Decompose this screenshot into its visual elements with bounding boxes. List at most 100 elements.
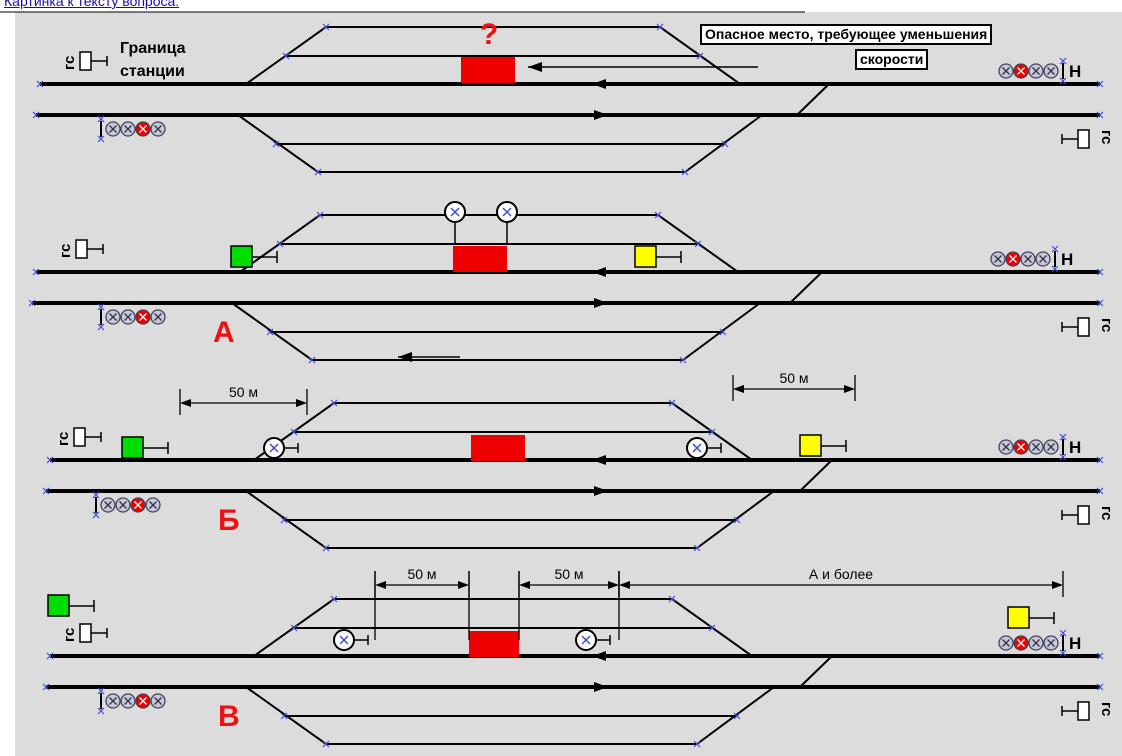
dimension-2-label: 50 м (554, 566, 583, 582)
danger-callout-line2: скорости (855, 49, 929, 70)
entry-signal-lens (1013, 63, 1029, 79)
insulating-joint-marker (316, 211, 324, 219)
insulating-joint-marker (1096, 456, 1104, 464)
insulating-joint-marker (314, 168, 322, 176)
entry-signal-lens (105, 121, 121, 137)
insulating-joint-marker (330, 399, 338, 407)
dimension-right-arrowhead (733, 385, 744, 393)
hazard-block-unknown (461, 57, 515, 83)
insulating-joint-marker (42, 683, 50, 691)
boundary-sign-rect (75, 239, 88, 259)
entry-signal-lens (135, 693, 151, 709)
hazard-block (469, 631, 519, 657)
insulating-joint-marker (733, 516, 741, 524)
dimension-3-arrowhead (619, 581, 630, 589)
insulating-joint-marker (308, 356, 316, 364)
dimension-2-arrowhead (608, 581, 619, 589)
entry-signal-label: Н (1061, 250, 1073, 269)
insulating-joint-marker (719, 328, 727, 336)
direction-arrow-left (592, 455, 606, 465)
green-signal (230, 245, 253, 268)
insulating-joint-marker (668, 399, 676, 407)
boundary-sign-rect (1077, 317, 1090, 337)
entry-signal-lens (1013, 439, 1029, 455)
insulating-joint-marker (1051, 265, 1059, 273)
panel-letter: В (218, 700, 240, 733)
insulating-joint-marker (46, 652, 54, 660)
insulating-joint-marker (1051, 245, 1059, 253)
entry-signal-lens (1035, 251, 1051, 267)
entry-signal-lens (998, 63, 1014, 79)
insulating-joint-marker (654, 211, 662, 219)
green-signal (47, 594, 70, 617)
entry-signal-lens (990, 251, 1006, 267)
insulating-joint-marker (733, 712, 741, 720)
boundary-sign-label: гс (1098, 318, 1115, 332)
insulating-joint-marker (97, 115, 105, 123)
crossover-track (796, 83, 830, 116)
insulating-joint-marker (1059, 57, 1067, 65)
shunting-signal-cross (581, 635, 591, 645)
dimension-1-label: 50 м (407, 566, 436, 582)
signal-objects (28, 23, 1104, 748)
boundary-sign-label: гс (1098, 130, 1115, 144)
insulating-joint-marker (97, 707, 105, 715)
insulating-joint-marker (42, 487, 50, 495)
boundary-sign-label: гс (61, 628, 78, 642)
entry-signal-lens (105, 693, 121, 709)
boundary-label-line2: станции (120, 63, 185, 80)
entry-signal-lens (1028, 635, 1044, 651)
boundary-sign-label: гс (55, 432, 72, 446)
entry-signal-lens (145, 497, 161, 513)
boundary-sign-label: гс (1098, 506, 1115, 520)
entry-signal-lens (135, 121, 151, 137)
insulating-joint-marker (679, 356, 687, 364)
entry-signal-lens (1028, 439, 1044, 455)
insulating-joint-marker (36, 80, 44, 88)
dimension-3-arrowhead (1052, 581, 1063, 589)
insulating-joint-marker (280, 516, 288, 524)
top-caption[interactable]: Картинка к тексту вопроса: (4, 0, 180, 9)
entry-signal-lens (1028, 63, 1044, 79)
insulating-joint-marker (1096, 683, 1104, 691)
hazard-block (453, 246, 507, 272)
insulating-joint-marker (97, 687, 105, 695)
entry-signal-lens (120, 693, 136, 709)
dimension-1-arrowhead (375, 581, 386, 589)
direction-arrow-right (594, 682, 608, 692)
entry-signal-lens (1043, 63, 1059, 79)
entry-signal-lens (150, 693, 166, 709)
insulating-joint-marker (696, 52, 704, 60)
boundary-sign-label: гс (61, 56, 78, 70)
insulating-joint-marker (28, 299, 36, 307)
yellow-signal (1007, 606, 1030, 629)
direction-arrow-left (592, 267, 606, 277)
insulating-joint-marker (656, 23, 664, 31)
entry-signal-lens (130, 497, 146, 513)
yellow-signal (634, 245, 657, 268)
entry-signal-lens (1005, 251, 1021, 267)
entry-signal-lens (998, 439, 1014, 455)
insulating-joint-marker (266, 328, 274, 336)
direction-arrow-right (594, 110, 608, 120)
boundary-sign-label: гс (57, 244, 74, 258)
hazard-block (471, 435, 525, 461)
direction-arrow-left (592, 79, 606, 89)
entry-signal-lens (1043, 439, 1059, 455)
entry-signal-label: Н (1069, 634, 1081, 653)
entry-signal-lens (998, 635, 1014, 651)
entry-signal-lens (150, 309, 166, 325)
entry-signal-lens (1013, 635, 1029, 651)
boundary-sign-rect (1077, 505, 1090, 525)
entry-signal-lens (135, 309, 151, 325)
panel-letter: Б (218, 504, 240, 537)
dimension-3-label: А и более (809, 566, 873, 582)
dimension-1-arrowhead (458, 581, 469, 589)
insulating-joint-marker (1059, 433, 1067, 441)
insulating-joint-marker (1059, 77, 1067, 85)
insulating-joint-marker (280, 712, 288, 720)
insulating-joint-marker (97, 303, 105, 311)
insulating-joint-marker (1096, 299, 1104, 307)
